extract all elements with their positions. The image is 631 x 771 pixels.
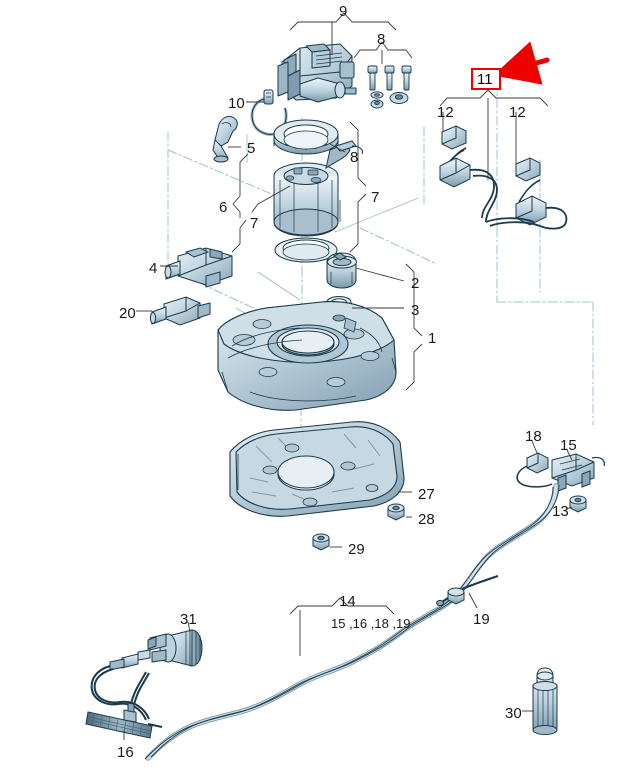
callout-bracket: 15 (560, 437, 577, 454)
callout-nut: 29 (348, 541, 365, 558)
callout-bolts-and-nuts: 8 (377, 31, 386, 48)
callout-sender-unit: 6 (219, 199, 228, 216)
callout-cable-tie: 19 (473, 611, 490, 628)
callout-hose-clamp: 10 (228, 95, 245, 112)
callout-nut: 28 (418, 511, 435, 528)
callout-connector-sensor: 18 (525, 428, 542, 445)
callout-delivery-unit-group: 7 (250, 215, 259, 232)
callout-lock-ring: 8 (350, 149, 359, 166)
callout-heat-shield: 27 (418, 486, 435, 503)
callout-flexible-hose: 16 (117, 744, 134, 761)
callout-inline-valve: 20 (119, 305, 136, 322)
callout-vacuum-actuator: 31 (180, 611, 197, 628)
callout-fuel-line-assembly: 14 (339, 593, 356, 610)
callout-wiring-harness-set: 11 (477, 71, 493, 88)
callout-vent-valve: 5 (247, 140, 256, 157)
callout-delivery-unit-group: 7 (371, 189, 380, 206)
callout-seal-ring: 3 (411, 302, 420, 319)
callout-fuel-line-sub-parts: 15 ,16 ,18 ,19 (331, 616, 411, 631)
callout-filler-cap: 2 (411, 275, 420, 292)
callout-plug: 30 (505, 705, 522, 722)
callout-fuel-tank: 1 (428, 330, 437, 347)
callout-valve-block: 4 (149, 260, 158, 277)
callout-connector-left: 12 (437, 104, 454, 121)
callout-nut: 13 (552, 503, 569, 520)
callout-fuel-pump-module: 9 (339, 3, 348, 20)
callout-connector-right: 12 (509, 104, 526, 121)
highlight-arrow (493, 41, 550, 85)
